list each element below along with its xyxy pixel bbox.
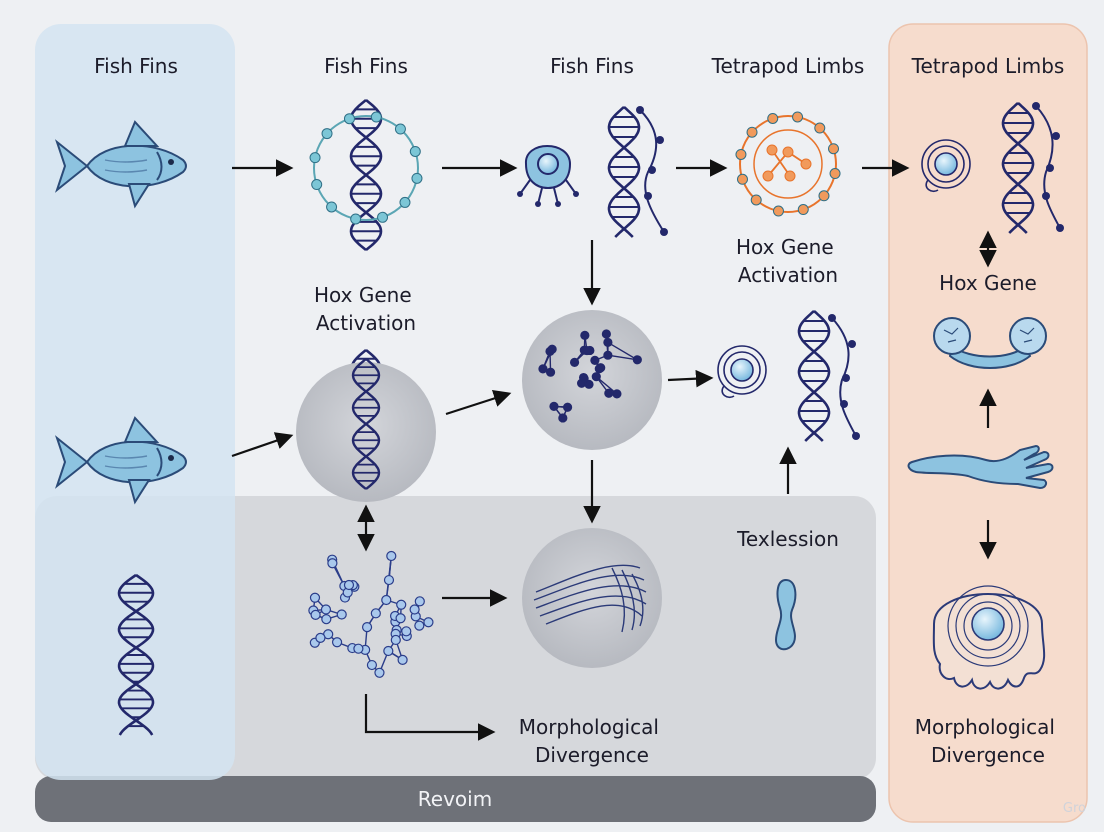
orange-network-ring-icon xyxy=(735,111,841,217)
arrows xyxy=(231,159,997,741)
spiral-cell-icon xyxy=(921,139,971,193)
dna-icon xyxy=(1001,102,1035,234)
arrow-icon xyxy=(364,694,496,741)
hox-activation-label-left: Hox Gene Activation xyxy=(314,283,418,335)
column-header-3: Fish Fins xyxy=(550,54,634,78)
network-icon xyxy=(538,329,642,423)
hox-activation-label-right: Hox Gene Activation xyxy=(736,235,840,287)
arrow-icon xyxy=(667,369,714,388)
morphological-divergence-label-right: Morphological Divergence xyxy=(915,715,1062,767)
limb-icon xyxy=(907,444,1054,490)
cell-ring-icon xyxy=(309,111,423,225)
column-header-4: Tetrapod Limbs xyxy=(711,54,865,78)
arrow-icon xyxy=(445,389,512,416)
texlession-label: Texlession xyxy=(736,527,839,551)
arrow-icon xyxy=(231,432,294,458)
dna-icon xyxy=(607,106,641,238)
bottom-panel xyxy=(35,496,876,780)
gray-node-circle xyxy=(522,310,662,450)
column-header-1: Fish Fins xyxy=(94,54,178,78)
left-panel xyxy=(35,24,235,780)
dna-icon xyxy=(797,310,831,442)
tissue-cell-icon xyxy=(932,585,1046,690)
hox-gene-label: Hox Gene xyxy=(939,271,1037,295)
fish-icon xyxy=(54,416,187,505)
column-header-5: Tetrapod Limbs xyxy=(911,54,1065,78)
footer-bar xyxy=(35,776,876,822)
spiral-cell-icon xyxy=(717,345,767,399)
bead-chain xyxy=(831,317,857,437)
network-icon xyxy=(308,550,434,678)
watermark: Gro xyxy=(1063,801,1086,816)
morphological-divergence-label-center: Morphological Divergence xyxy=(519,715,666,767)
dna-icon xyxy=(351,358,381,490)
column-header-2: Fish Fins xyxy=(324,54,408,78)
bone-link-icon xyxy=(933,317,1047,369)
fish-icon xyxy=(54,120,187,209)
bone-icon xyxy=(774,578,797,651)
cell-nucleus-icon xyxy=(517,145,579,207)
gray-node-circle xyxy=(522,528,662,668)
bead-chain xyxy=(639,109,665,233)
dna-icon xyxy=(349,98,383,252)
fin-rays-icon xyxy=(533,564,647,633)
footer-bar-label: Revoim xyxy=(418,787,492,811)
dna-icon xyxy=(117,573,155,736)
bead-chain xyxy=(1035,105,1061,229)
